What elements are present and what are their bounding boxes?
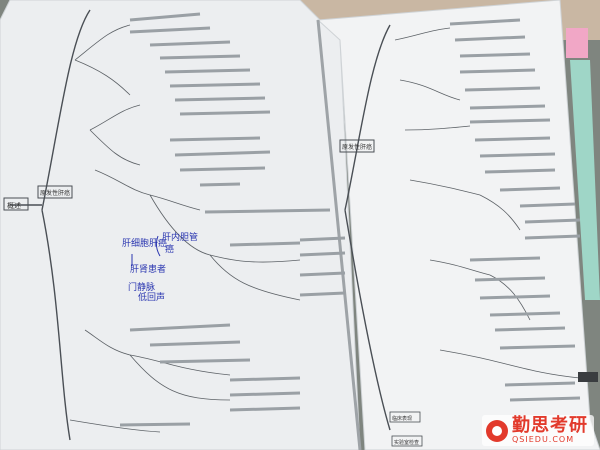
mindmap-main-node-right	[339, 139, 375, 153]
handwritten-notes: 肝细胞肝癌 肝内胆管 癌 肝肾患者 门静脉 低回声	[122, 231, 198, 303]
index-tab-green	[570, 60, 600, 300]
mindmap-leaves-left	[119, 12, 346, 427]
mindmap-trunk-left	[41, 9, 91, 441]
handwritten-note-6: 低回声	[138, 291, 165, 303]
index-tab-pink	[566, 28, 588, 58]
mindmap-main-label-left: 原发性肝癌	[40, 189, 70, 197]
left-page	[0, 0, 361, 450]
handwritten-note-3: 癌	[165, 243, 174, 255]
mindmap-dark-node	[578, 372, 598, 382]
mindmap-bottom-label-2: 实验室检查	[394, 439, 419, 446]
mindmap-leaves-right	[449, 18, 581, 402]
mindmap-root-label-left: 概述	[7, 201, 21, 210]
watermark-logo-icon	[486, 419, 508, 442]
handwritten-note-5: 门静脉	[128, 281, 155, 293]
watermark-text-cn: 勤思考研	[512, 415, 588, 436]
watermark: 勤思考研 QSIEDU.COM	[482, 415, 594, 446]
right-page	[316, 0, 600, 450]
watermark-text-en: QSIEDU.COM	[512, 435, 575, 444]
mindmap-main-label-right: 原发性肝癌	[342, 143, 372, 151]
mindmap-bottom-label-1: 临床表现	[392, 415, 412, 422]
handwritten-bracket	[155, 235, 161, 257]
mindmap-bottom-node-2	[391, 435, 423, 447]
mindmap-branches-right	[394, 27, 581, 379]
mindmap-root-node-left	[3, 197, 29, 211]
handwritten-note-2: 肝内胆管	[162, 231, 198, 243]
book-spine	[316, 19, 362, 450]
mindmap-branches-left	[69, 24, 301, 433]
mindmap-trunk-right	[344, 24, 391, 431]
handwritten-note-1: 肝细胞肝癌	[122, 237, 167, 249]
mindmap-main-node-left	[37, 185, 73, 199]
mindmap-bottom-node-1	[389, 411, 421, 423]
handwritten-note-4: 肝肾患者	[130, 263, 166, 275]
